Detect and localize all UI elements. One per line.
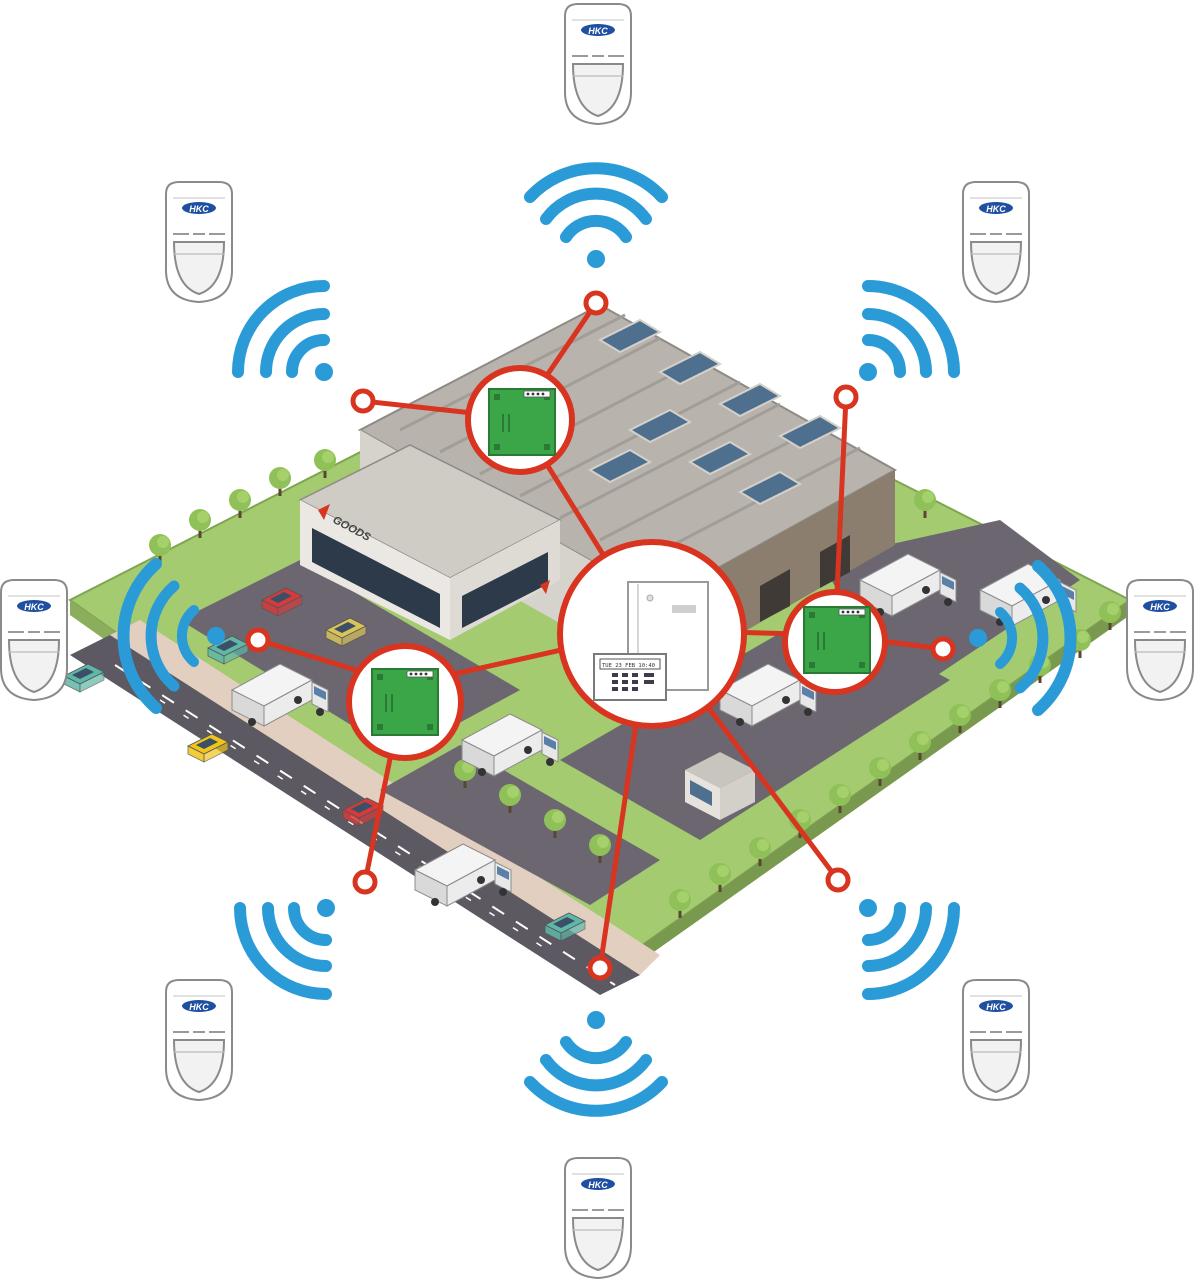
endpoint-northwest [350,388,376,414]
svg-text:HKC: HKC [588,26,608,36]
pir-motion-detector-icon: HKC [962,181,1030,303]
expansion-board-left [346,643,464,761]
guard-house [685,752,755,820]
endpoint-east [930,636,956,662]
endpoint-north [583,290,609,316]
wifi-signal-icon [524,162,668,268]
endpoint-southeast [825,867,851,893]
svg-text:HKC: HKC [986,204,1006,214]
wifi-signal-icon [234,899,335,1000]
alarm-control-panel: TUE 23 FEB 10:40 [557,539,747,729]
svg-text:HKC: HKC [588,1180,608,1190]
endpoint-southwest [352,869,378,895]
pir-motion-detector-icon: HKC [1126,579,1194,701]
pir-motion-detector-icon: HKC [165,181,233,303]
pir-motion-detector-icon: HKC [564,3,632,125]
endpoint-west [245,627,271,653]
expansion-board-right [782,589,888,695]
expansion-board-icon [803,606,871,674]
pir-motion-detector-icon: HKC [564,1157,632,1279]
svg-text:HKC: HKC [24,602,44,612]
wifi-signal-icon [859,280,960,381]
pir-motion-detector-icon: HKC [962,979,1030,1101]
wifi-signals [117,162,1077,1117]
expansion-board-icon [488,388,556,456]
svg-text:HKC: HKC [189,1002,209,1012]
keypad-screen: TUE 23 FEB 10:40 [602,663,655,669]
office-block: GOODS [298,444,562,640]
expansion-board-top [465,365,575,475]
pir-motion-detector-icon: HKC [165,979,233,1101]
svg-text:HKC: HKC [1150,602,1170,612]
svg-text:HKC: HKC [986,1002,1006,1012]
pir-detectors: HKC HKC HKC HKC HKC HKC HKC HKC [0,3,1194,1279]
wifi-signal-icon [117,558,225,714]
wifi-signal-icon [859,899,960,1000]
svg-text:HKC: HKC [189,204,209,214]
pir-motion-detector-icon: HKC [0,579,68,701]
expansion-board-icon [371,668,439,736]
link-endpoints [245,290,956,981]
wifi-signal-icon [969,560,1077,716]
endpoint-northeast [833,384,859,410]
endpoint-south [587,955,613,981]
wifi-signal-icon [524,1011,668,1117]
wifi-signal-icon [232,280,333,381]
keypad-icon: TUE 23 FEB 10:40 [593,653,667,701]
